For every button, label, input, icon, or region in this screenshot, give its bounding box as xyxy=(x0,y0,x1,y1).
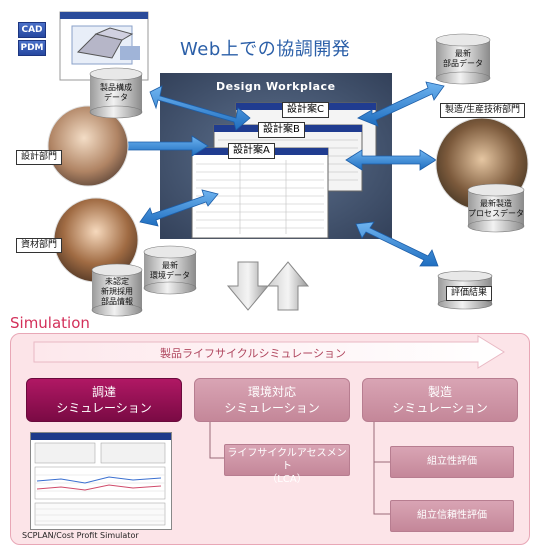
lca-box[interactable]: ライフサイクルアセスメント （LCA） xyxy=(224,444,350,485)
product-structure-db-label: 製品構成データ xyxy=(100,83,132,102)
environment-simulation-box[interactable]: 環境対応 シミュレーション xyxy=(194,378,350,422)
arrow-latest-parts xyxy=(357,81,445,127)
latest-env-db-label: 最新環境データ xyxy=(150,261,190,280)
arrow-product-data xyxy=(149,85,251,131)
design-plan-c-label: 設計案C xyxy=(282,102,329,118)
arrow-materials-dept xyxy=(139,189,219,227)
cylinder-latest-parts xyxy=(435,33,491,85)
connector-mfg-reliability xyxy=(373,462,390,515)
materials-dept-label: 資材部門 xyxy=(16,238,63,253)
connector-mfg-assembly xyxy=(373,420,390,463)
design-dept-label: 設計部門 xyxy=(16,150,63,165)
cad-tag: CAD xyxy=(18,22,46,38)
scplan-graphics xyxy=(31,433,171,526)
assembly-evaluation-box[interactable]: 組立性評価 xyxy=(390,446,514,478)
scplan-caption: SCPLAN/Cost Profit Simulator xyxy=(22,531,139,540)
cylinder-product-structure xyxy=(89,67,143,119)
cylinder-latest-process xyxy=(467,183,525,233)
latest-parts-db-label: 最新部品データ xyxy=(443,49,483,68)
gray-up-arrow xyxy=(266,261,310,311)
design-dept-photo xyxy=(47,105,129,187)
lifecycle-arrow xyxy=(33,335,505,369)
design-plan-a-label: 設計案A xyxy=(228,143,275,159)
pdm-tag: PDM xyxy=(18,40,46,56)
evaluation-label: 評価結果 xyxy=(446,286,493,301)
page-title: Web上での協調開発 xyxy=(180,39,351,60)
reliability-evaluation-box[interactable]: 組立信頼性評価 xyxy=(390,500,514,532)
design-plan-b-label: 設計案B xyxy=(258,122,305,138)
cylinder-latest-env xyxy=(143,245,197,295)
connector-env-lca xyxy=(209,420,224,459)
simulation-label: Simulation xyxy=(10,314,90,332)
gray-down-arrow xyxy=(226,261,270,311)
scplan-screenshot xyxy=(30,432,172,530)
lifecycle-simulation-label: 製品ライフサイクルシミュレーション xyxy=(160,347,347,360)
latest-process-db-label: 最新製造プロセスデータ xyxy=(468,199,524,218)
cylinder-unapproved-parts xyxy=(91,263,143,317)
procurement-simulation-box[interactable]: 調達 シミュレーション xyxy=(26,378,182,422)
manufacturing-dept-label: 製造/生産技術部門 xyxy=(440,103,526,118)
workplace-title: Design Workplace xyxy=(216,80,336,93)
arrow-evaluation xyxy=(355,221,439,267)
unapproved-parts-db-label: 未認定新規採用部品情報 xyxy=(101,277,133,306)
manufacturing-simulation-box[interactable]: 製造 シミュレーション xyxy=(362,378,518,422)
